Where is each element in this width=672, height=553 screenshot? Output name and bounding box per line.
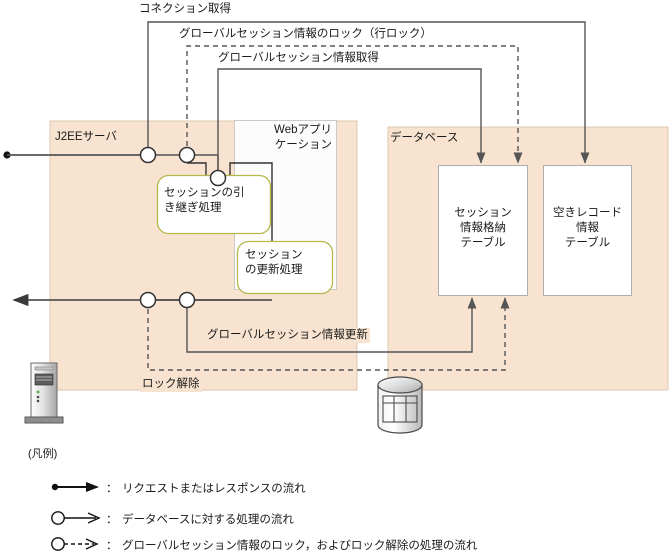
legend-marker-db-process [51, 511, 101, 525]
legend-separator-2: ： [106, 540, 118, 552]
database-cylinder-icon [377, 376, 423, 434]
legend-label-request-response-flow: リクエストまたはレスポンスの流れ [122, 483, 306, 495]
label-session-takeover: セッションの引 き継ぎ処理 [164, 187, 245, 214]
legend-separator-1: ： [106, 514, 118, 526]
flow-global-session-lock [186, 45, 523, 164]
flow-lock-release [147, 297, 510, 371]
flow-global-session-get [217, 68, 486, 178]
label-global-session-lock: グローバルセッション情報のロック（行ロック） [179, 28, 432, 40]
label-connection-acquire: コネクション取得 [139, 3, 231, 15]
label-session-info-table: セッション 情報格納 テーブル [454, 207, 512, 249]
label-lock-release: ロック解除 [140, 377, 202, 392]
flow-global-session-update [186, 297, 477, 353]
legend-label-database-process-flow: データベースに対する処理の流れ [122, 514, 294, 526]
label-global-session-get: グローバルセッション情報取得 [218, 52, 379, 64]
label-global-session-update: グローバルセッション情報更新 [205, 328, 370, 343]
free-record-table-box [543, 165, 632, 296]
legend-title: (凡例) [28, 448, 58, 460]
session-update-box [236, 240, 334, 295]
legend-marker-lock-process [51, 537, 99, 551]
legend-label-lock-release-process-flow: グローバルセッション情報のロック，およびロック解除の処理の流れ [122, 540, 478, 552]
label-free-record-table: 空きレコード 情報 テーブル [553, 207, 622, 249]
pc-tower-icon [24, 362, 64, 424]
label-session-update: セッション の更新処理 [245, 249, 303, 276]
wiring-session-takeover [187, 162, 273, 290]
legend-marker-request [51, 482, 99, 492]
label-web-application: Webアプリ ケーション [274, 124, 332, 151]
session-info-table-box [438, 165, 528, 296]
connector-circles [139, 146, 227, 309]
label-database: データベース [390, 132, 459, 144]
label-j2ee-server: J2EEサーバ [55, 131, 117, 143]
flow-connection-acquire [147, 21, 590, 164]
flow-request-in [3, 151, 148, 159]
legend-separator-0: ： [106, 483, 118, 495]
